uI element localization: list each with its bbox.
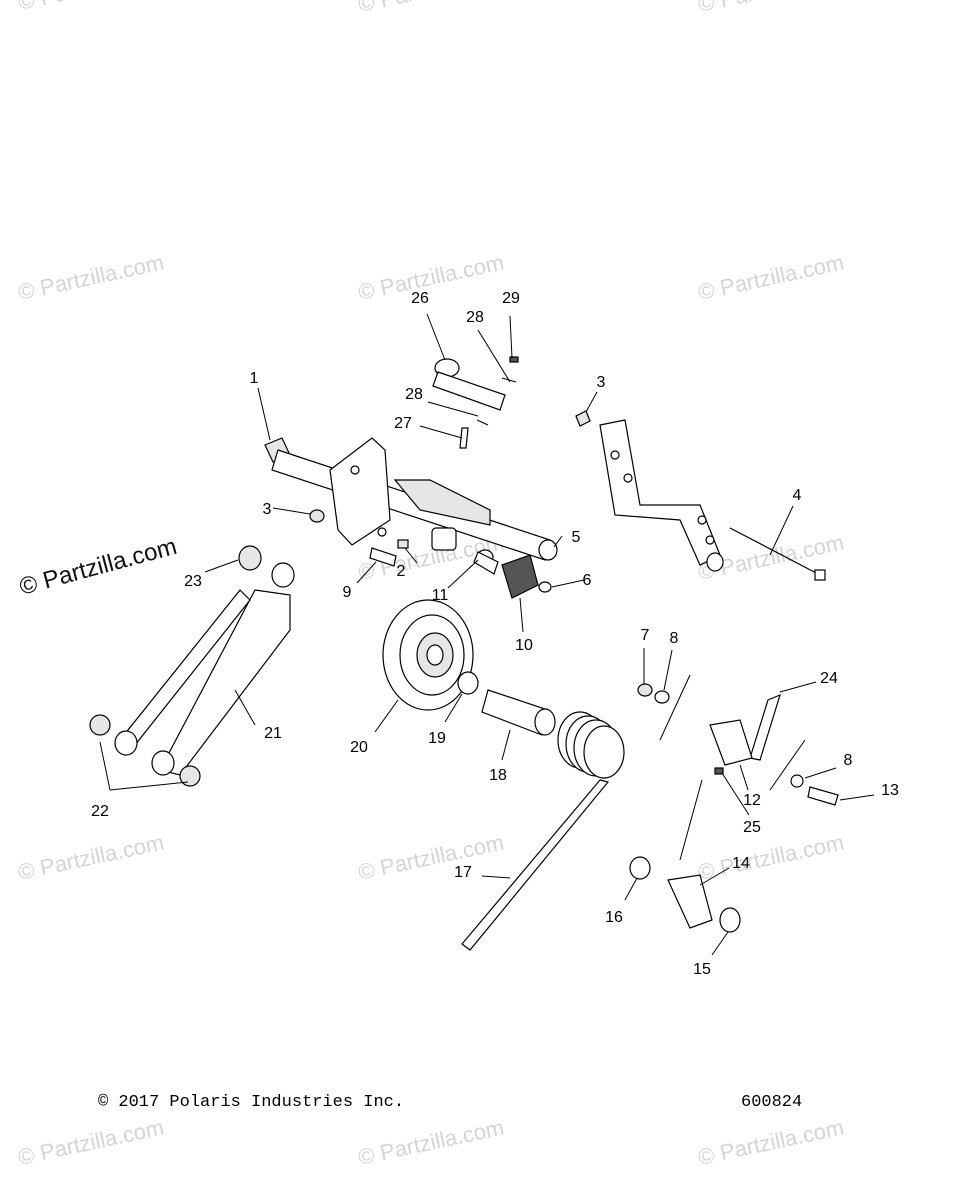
- callout-8: 8: [670, 630, 679, 647]
- callout-8: 8: [844, 752, 853, 769]
- watermark: © Partzilla.com: [696, 250, 846, 305]
- callout-20: 20: [350, 739, 368, 756]
- drawing-number: 600824: [741, 1093, 802, 1112]
- part-shaft-coupler: [432, 356, 519, 449]
- callout-26: 26: [411, 290, 429, 307]
- watermark: © Partzilla.com: [356, 250, 506, 305]
- watermark: © Partzilla.com: [696, 1115, 846, 1170]
- part-nut: [309, 410, 591, 523]
- part-rear-bracket: [599, 419, 826, 581]
- part-main-shaft: [264, 437, 558, 561]
- part-arm: [89, 545, 295, 787]
- callout-24: 24: [820, 670, 838, 687]
- watermark: © Partzilla.com: [16, 250, 166, 305]
- part-spacer: [457, 671, 556, 736]
- callout-16: 16: [605, 909, 623, 926]
- watermark-large: © Partzilla.com: [17, 533, 180, 601]
- watermark: © Partzilla.com: [356, 1115, 506, 1170]
- callout-13: 13: [881, 782, 899, 799]
- callout-11: 11: [432, 587, 449, 604]
- callout-29: 29: [502, 290, 520, 307]
- callout-27: 27: [394, 415, 412, 432]
- callout-12: 12: [743, 792, 761, 809]
- watermark: © Partzilla.com: [16, 0, 166, 15]
- callout-7: 7: [641, 627, 650, 644]
- callout-28: 28: [405, 386, 423, 403]
- copyright-text: © 2017 Polaris Industries Inc.: [98, 1093, 404, 1112]
- callout-23: 23: [184, 573, 202, 590]
- callout-labels: 1 2 3 3 4 5 6 7 8 8 9 10 11 12 13 14 15 …: [91, 290, 899, 978]
- callout-9: 9: [343, 584, 352, 601]
- callout-6: 6: [583, 572, 592, 589]
- footer: © 2017 Polaris Industries Inc. 600824: [98, 1093, 802, 1112]
- watermark-layer: © Partzilla.com © Partzilla.com © Partzi…: [16, 0, 846, 1170]
- callout-18: 18: [489, 767, 507, 784]
- callout-10: 10: [515, 637, 533, 654]
- watermark: © Partzilla.com: [696, 830, 846, 885]
- callout-14: 14: [732, 855, 750, 872]
- part-idler-wheel: [382, 599, 474, 711]
- callout-19: 19: [428, 730, 446, 747]
- part-small-hardware: [369, 539, 552, 599]
- callout-17: 17: [454, 864, 472, 881]
- callout-25: 25: [743, 819, 761, 836]
- callout-4: 4: [793, 487, 802, 504]
- callout-28: 28: [466, 309, 484, 326]
- callout-1: 1: [250, 370, 259, 387]
- watermark: © Partzilla.com: [356, 0, 506, 17]
- callout-3: 3: [597, 374, 606, 391]
- callout-22: 22: [91, 803, 109, 820]
- callout-3: 3: [263, 501, 272, 518]
- part-torsion-spring: [461, 711, 625, 951]
- callout-5: 5: [572, 529, 581, 546]
- callout-15: 15: [693, 961, 711, 978]
- part-right-hardware: [629, 683, 839, 933]
- watermark: © Partzilla.com: [16, 830, 166, 885]
- watermark: © Partzilla.com: [696, 0, 846, 17]
- callout-2: 2: [397, 563, 406, 580]
- leader-lines: [99, 313, 875, 956]
- callout-21: 21: [264, 725, 282, 742]
- watermark: © Partzilla.com: [16, 1115, 166, 1170]
